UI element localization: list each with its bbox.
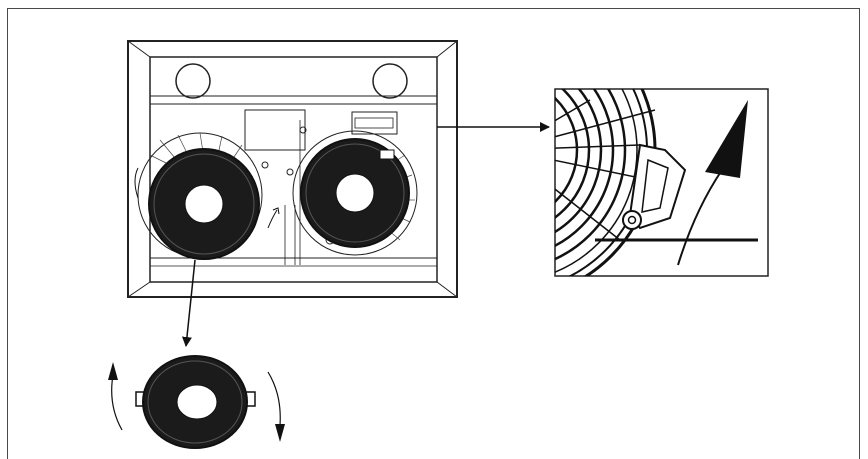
carbon-filter-right [300, 138, 410, 248]
carbon-filter-left [148, 148, 260, 260]
light-left-icon [175, 63, 211, 99]
rotate-hint-left-icon [134, 167, 139, 199]
figure-border [7, 8, 860, 459]
rotate-down-arrow-icon [267, 371, 285, 442]
detail-inset [554, 88, 769, 277]
light-right-icon [372, 63, 408, 99]
lift-arrow-icon [677, 169, 723, 266]
rotate-hint-right-icon [267, 207, 280, 229]
filter-pointer-arrow [181, 259, 196, 347]
detached-carbon-filter [135, 355, 256, 449]
rotate-up-arrow-icon [108, 362, 123, 431]
lift-arrowhead-icon [705, 100, 748, 178]
